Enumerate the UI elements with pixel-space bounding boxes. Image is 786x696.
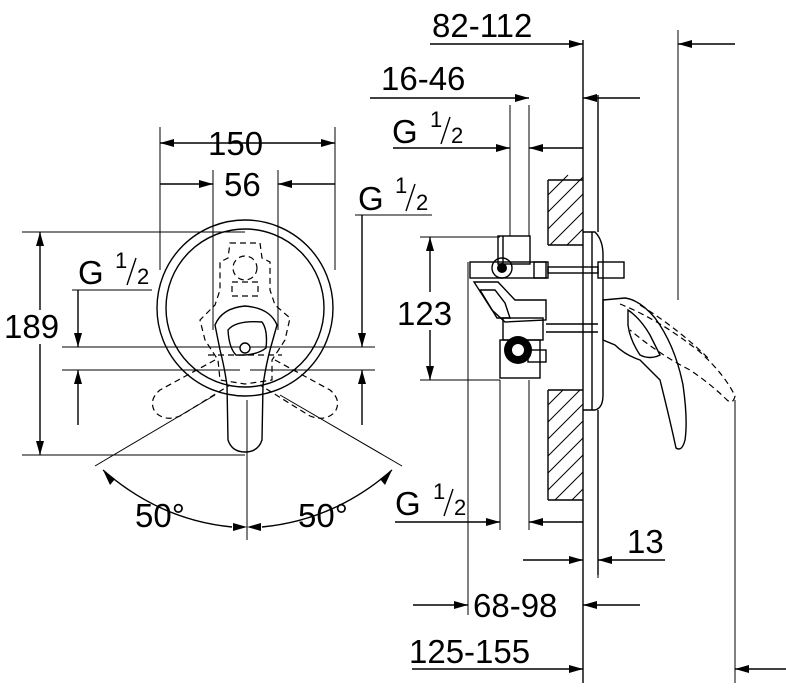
wall-hatch	[547, 40, 584, 683]
thread-right-g: G	[358, 180, 384, 217]
thread-bottom-g: G	[395, 485, 421, 522]
thread-top-num: 1	[430, 107, 442, 132]
cover-plate	[156, 219, 334, 397]
dim-13: 13	[627, 523, 664, 560]
cartridge-outline	[199, 242, 291, 385]
dim-189: 189	[4, 308, 59, 345]
thread-bottom-num: 1	[433, 479, 445, 504]
front-view: 150 56 189 G 1 2 G 1 2	[2, 125, 432, 540]
mounting-plate	[583, 231, 604, 411]
dim-56: 56	[224, 166, 261, 203]
side-view: 82-112 16-46 G 1 2 123 G 1 2	[370, 7, 786, 683]
angle-left: 50°	[135, 497, 185, 534]
thread-bottom-den: 2	[454, 495, 466, 520]
dim-125-155: 125-155	[409, 633, 530, 670]
lever-side	[602, 297, 736, 450]
valve-body	[469, 235, 625, 379]
dim-150: 150	[208, 125, 263, 162]
thread-right-num: 1	[395, 173, 407, 198]
angle-right: 50°	[298, 497, 348, 534]
thread-left-g: G	[78, 254, 104, 291]
dim-123: 123	[397, 295, 452, 332]
lever-handle	[214, 305, 278, 453]
dim-16-46: 16-46	[381, 60, 465, 97]
thread-top-g: G	[392, 113, 418, 150]
thread-left-num: 1	[115, 248, 127, 273]
thread-right-den: 2	[416, 190, 428, 215]
dim-82-112: 82-112	[432, 7, 532, 44]
dim-68-98: 68-98	[473, 587, 557, 624]
thread-left-den: 2	[137, 264, 149, 289]
thread-top-den: 2	[451, 123, 463, 148]
